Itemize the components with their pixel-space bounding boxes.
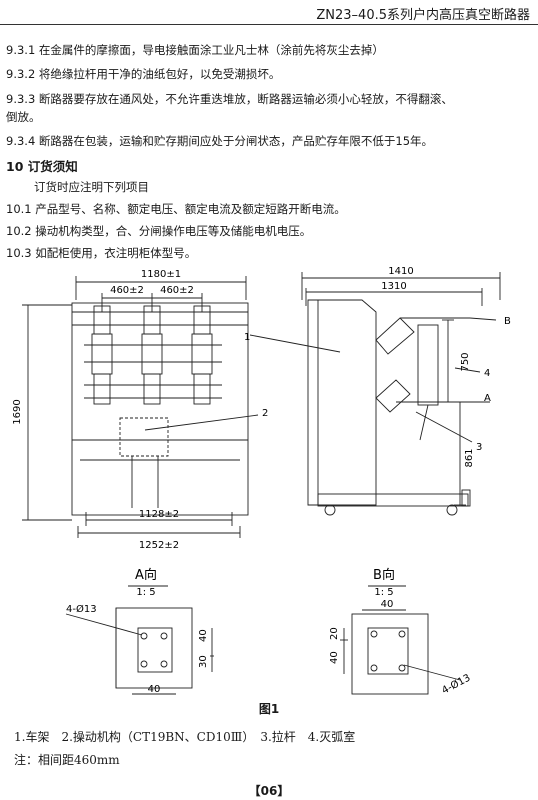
- side-view: [249, 272, 501, 516]
- front-view: [22, 276, 259, 538]
- page-header: ZN23–40.5系列户内高压真空断路器: [316, 8, 530, 23]
- para-10-1: 10.1 产品型号、名称、额定电压、额定电流及额定短路开断电流。: [6, 202, 346, 216]
- para-9-3-2: 9.3.2 将绝缘拉杆用干净的油纸包好，以免受潮损坏。: [6, 67, 281, 81]
- para-10-3: 10.3 如配柜使用，衣注明柜体型号。: [6, 246, 197, 260]
- view-b-title: B向: [373, 567, 395, 583]
- view-a: A向 1: 5 4-Ø13 40 30 40: [65, 567, 214, 695]
- callout-4: 4: [484, 368, 490, 379]
- para-9-3-4: 9.3.4 断路器在包装，运输和贮存期间应处于分闸状态，产品贮存年限不低于15年…: [6, 134, 434, 148]
- callout-1: 1: [244, 332, 250, 343]
- figure-note: 注：相间距460mm: [14, 753, 120, 767]
- dim-750: 750: [460, 352, 471, 371]
- para-9-3-3-cont: 倒放。: [6, 110, 41, 124]
- front-view-labels: 1180±1 460±2 460±2 1690 1128±2 1252±2 2: [12, 269, 268, 551]
- section-10-intro: 订货时应注明下列项目: [34, 180, 149, 194]
- header-rule: [0, 24, 538, 25]
- view-a-holes: 4-Ø13: [66, 603, 97, 615]
- view-b-dim-40-top: 40: [381, 599, 394, 610]
- view-a-dim-40-vertical: 40: [198, 629, 209, 642]
- dim-side-total: 1410: [388, 266, 413, 277]
- dim-base-width: 1252±2: [139, 540, 179, 551]
- dim-pole-pitch-2: 460±2: [160, 285, 194, 296]
- dim-side-inner: 1310: [381, 281, 406, 292]
- dim-height: 1690: [12, 399, 23, 424]
- view-b-dim-40-vertical: 40: [329, 651, 340, 664]
- arrow-a-label: A: [484, 393, 491, 404]
- view-a-title: A向: [135, 567, 157, 583]
- para-10-2: 10.2 操动机构类型，合、分闸操作电压等及储能电机电压。: [6, 224, 312, 238]
- side-view-labels: 1410 1310 750 861 A B 1 3 4: [244, 266, 511, 468]
- arrow-b-label: B: [504, 316, 511, 327]
- para-9-3-1: 9.3.1 在金属件的摩擦面，导电接触面涂工业凡士林（涂前先将灰尘去掉）: [6, 43, 384, 57]
- dim-861: 861: [464, 448, 475, 467]
- view-b: B向 1: 5 40 20 40 4-Ø13: [329, 567, 472, 697]
- callout-2: 2: [262, 408, 268, 419]
- dim-pole-pitch-1: 460±2: [110, 285, 144, 296]
- para-9-3-3: 9.3.3 断路器要存放在通风处，不允许重迭堆放，断路器运输必须小心轻放，不得翻…: [6, 92, 453, 106]
- callout-3: 3: [476, 442, 482, 453]
- figure-caption: 图1: [258, 702, 280, 716]
- page-number: 【06】: [248, 784, 290, 798]
- figure-legend: 1.车架 2.操动机构（CT19BN、CD10Ⅲ） 3.拉杆 4.灭弧室: [14, 730, 356, 744]
- view-a-dim-40-horizontal: 40: [148, 684, 161, 695]
- section-10-title: 10 订货须知: [6, 159, 78, 174]
- dim-top-width: 1180±1: [141, 269, 181, 280]
- figure-1-drawing: 1180±1 460±2 460±2 1690 1128±2 1252±2 2: [12, 266, 511, 697]
- dim-wheel-track: 1128±2: [139, 509, 179, 520]
- view-b-scale: 1: 5: [374, 587, 393, 598]
- view-b-dim-20: 20: [329, 627, 340, 640]
- view-a-dim-30: 30: [198, 655, 209, 668]
- view-a-scale: 1: 5: [136, 587, 155, 598]
